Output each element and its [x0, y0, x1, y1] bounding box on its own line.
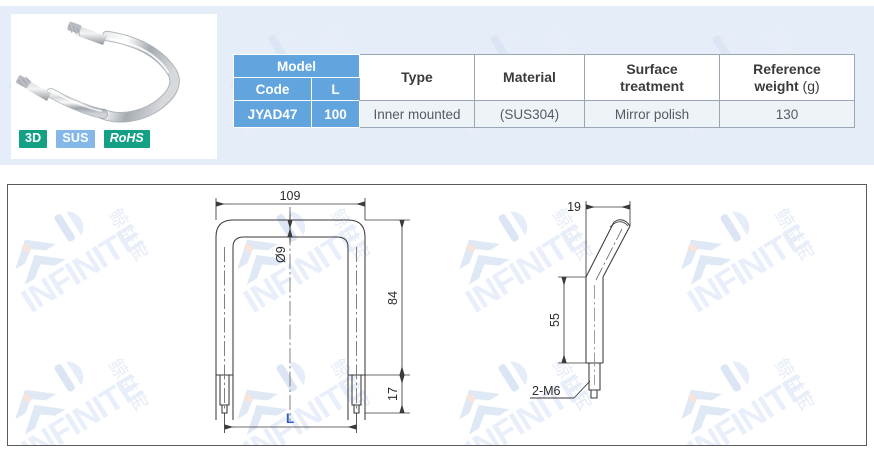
header-surface-treatment: Surface treatment — [584, 54, 720, 101]
dim-height-84: 84 — [386, 291, 400, 305]
rohs-badge[interactable]: RoHS — [103, 129, 150, 148]
dim-length-L: L — [286, 411, 294, 426]
product-photo-image — [16, 21, 180, 123]
header-reference-weight-unit: (g) — [798, 77, 820, 94]
header-reference-weight-line2: weight — [754, 77, 799, 94]
3d-badge[interactable]: 3D — [19, 129, 48, 148]
thread-callout-2-M6: 2-M6 — [532, 384, 561, 398]
product-photo-card: 3D SUS RoHS — [11, 14, 217, 159]
specification-table: Model Type Material Surface treatment Re… — [233, 54, 855, 128]
side-view-drawing: 19 55 2-M6 — [530, 200, 631, 399]
cell-type: Inner mounted — [359, 100, 475, 128]
header-l: L — [311, 77, 360, 101]
dim-side-width-19: 19 — [567, 200, 581, 214]
header-code: Code — [233, 77, 312, 101]
cell-material: (SUS304) — [474, 100, 585, 128]
header-reference-weight-line1: Reference — [753, 60, 821, 77]
table-header-row-1: Model Type Material Surface treatment Re… — [233, 54, 855, 101]
certification-badges: 3D SUS RoHS — [19, 129, 150, 148]
header-material: Material — [474, 54, 585, 101]
sus-badge[interactable]: SUS — [56, 129, 95, 148]
dim-width-109: 109 — [280, 189, 301, 203]
cell-reference-weight: 130 — [719, 100, 855, 128]
cell-l: 100 — [311, 100, 360, 128]
dim-foot-17: 17 — [386, 387, 400, 401]
dim-side-height-55: 55 — [548, 313, 562, 327]
cell-surface-treatment: Mirror polish — [584, 100, 720, 128]
watermark-drawing — [8, 185, 866, 445]
product-summary-section: 3D SUS RoHS Model Type Material Surface … — [0, 6, 874, 165]
technical-drawing-panel: 109 Ø9 84 17 L — [7, 184, 867, 446]
front-view-drawing: 109 Ø9 84 17 L — [215, 189, 410, 433]
header-reference-weight: Reference weight (g) — [719, 54, 855, 101]
table-row: JYAD47 100 Inner mounted (SUS304) Mirror… — [233, 100, 855, 128]
dim-diameter-9: Ø9 — [274, 246, 288, 263]
header-surface-treatment-line1: Surface — [626, 60, 678, 77]
header-model: Model — [233, 54, 360, 78]
header-surface-treatment-line2: treatment — [620, 77, 684, 94]
cell-code: JYAD47 — [233, 100, 312, 128]
header-type: Type — [359, 54, 475, 101]
